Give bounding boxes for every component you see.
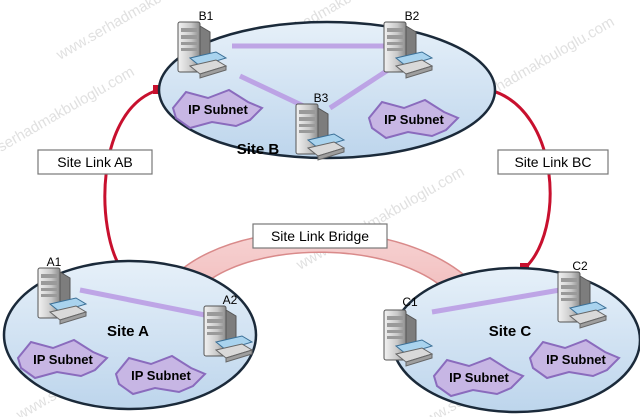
- site-link-bc-box: [497, 149, 609, 175]
- subnet-label: IP Subnet: [449, 370, 509, 385]
- site-link-bridge-label: Site Link Bridge: [271, 228, 369, 244]
- subnet-label: IP Subnet: [546, 352, 606, 367]
- site-a-label: Site A: [107, 323, 149, 340]
- site-link-bc-line: [489, 88, 552, 270]
- server-a1-label: A1: [47, 255, 62, 269]
- server-c2-label: C2: [572, 259, 588, 273]
- subnet-shapes: [16, 88, 621, 398]
- site-b-label: Site B: [237, 141, 280, 158]
- subnet-label: IP Subnet: [131, 368, 191, 383]
- site-link-ab-line: [103, 88, 159, 271]
- subnet-label: IP Subnet: [33, 352, 93, 367]
- subnet-label: IP Subnet: [188, 102, 248, 117]
- server-b2-label: B2: [405, 9, 420, 23]
- server-c1-label: C1: [402, 295, 418, 309]
- site-c-label: Site C: [489, 323, 532, 340]
- site-link-bc-label: Site Link BC: [514, 154, 591, 170]
- server-b1-label: B1: [199, 9, 214, 23]
- subnet-label: IP Subnet: [384, 112, 444, 127]
- site-link-bridge-box: [252, 223, 388, 249]
- replication-lines: [79, 43, 561, 319]
- site-link-ab-box: [37, 149, 153, 175]
- site-c-area: [390, 266, 640, 414]
- server-a2-label: A2: [223, 293, 238, 307]
- server-b3-label: B3: [314, 91, 329, 105]
- site-link-ab-label: Site Link AB: [57, 154, 133, 170]
- site-link-ab-endpoint: [153, 85, 162, 94]
